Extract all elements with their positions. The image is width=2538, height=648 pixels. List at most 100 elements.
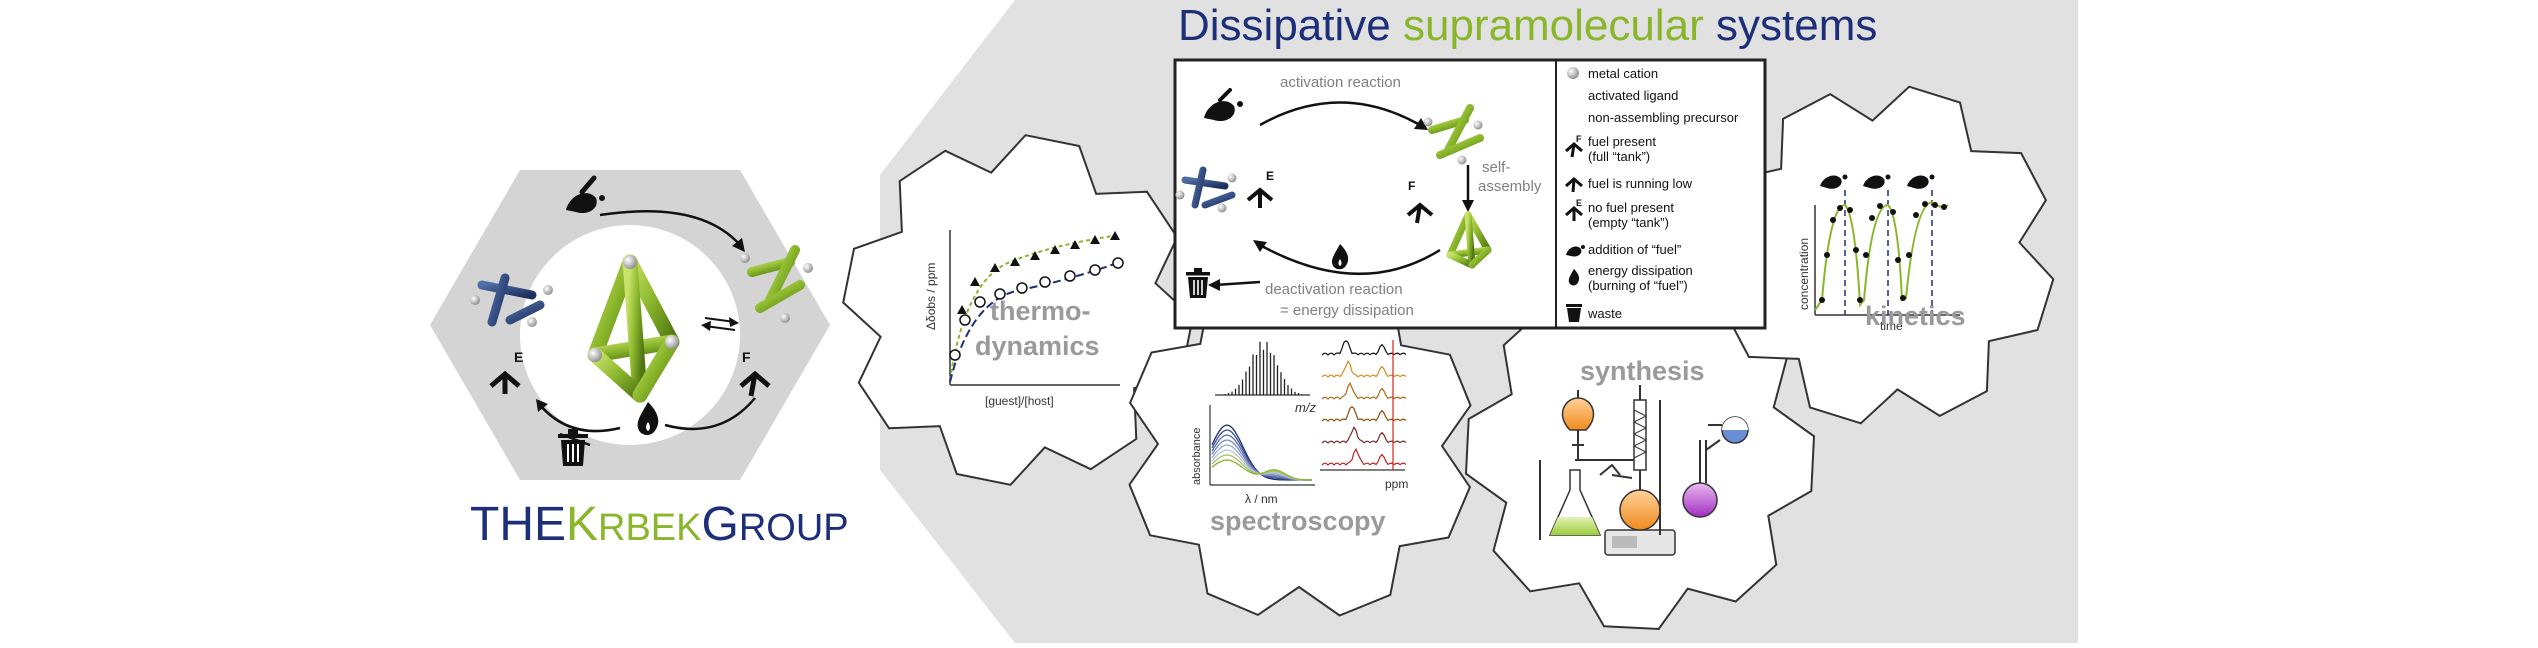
legend-label-fuel-full-2: (full “tank”) — [1588, 149, 1650, 164]
legend-label-fuel-addition: addition of “fuel” — [1588, 242, 1681, 257]
thermo-marker-circle — [949, 349, 961, 361]
legend-fuel-empty-icon: E — [1565, 198, 1583, 221]
arrow-bottom — [664, 397, 756, 431]
ms-spectrum: m/z — [1215, 341, 1316, 415]
thermo-marker-triangle — [1090, 235, 1100, 244]
thermo-marker-triangle — [1070, 240, 1080, 249]
kinetics-point — [1853, 247, 1859, 253]
left-hexagon: E F — [430, 170, 830, 480]
nmr-xlabel: ppm — [1385, 477, 1408, 491]
thermo-marker-circle — [994, 288, 1006, 300]
cycle-tetrahedron — [1446, 211, 1492, 269]
svg-text:F: F — [1576, 134, 1582, 144]
thermo-marker-triangle — [957, 305, 967, 314]
title-part3: systems — [1704, 1, 1878, 50]
kinetics-fuel-icon-2 — [1863, 174, 1891, 189]
cycle-fuel-full-icon — [1406, 202, 1434, 224]
kinetics-point — [1869, 215, 1875, 221]
legend: metal cation activated ligand non-assemb… — [1561, 66, 1739, 322]
thermo-marker-triangle — [1030, 251, 1040, 260]
fuel-letter-f: F — [742, 349, 751, 365]
legend-label-flame-2: (burning of “fuel”) — [1588, 278, 1688, 293]
logo-the: THE — [470, 498, 566, 551]
separatory-funnel-icon — [1561, 390, 1595, 460]
legend-trash-icon — [1566, 304, 1582, 322]
legend-label-fuel-empty: no fuel present — [1588, 200, 1674, 215]
kinetics-point — [1830, 217, 1836, 223]
title-part1: Dissipative — [1178, 1, 1403, 50]
activation-label: activation reaction — [1280, 74, 1401, 91]
nmr-trace — [1321, 426, 1407, 444]
thermo-plot: [guest]/[host] Δδobs / ppm thermo- dynam… — [924, 230, 1124, 408]
precursor-left — [470, 273, 553, 327]
synthesis-content: synthesis — [1539, 356, 1749, 556]
erlenmeyer-flask-icon — [1539, 459, 1640, 540]
thermo-marker-circle — [1089, 264, 1101, 276]
thermo-marker-triangle — [1010, 257, 1020, 266]
logo-rbek: RBEK — [598, 507, 701, 549]
thermo-marker-triangle — [1110, 231, 1120, 240]
spectroscopy-content: m/z λ / nm absorbance ppm spectroscopy — [1191, 340, 1408, 536]
kinetics-title: kinetics — [1865, 301, 1966, 331]
kinetics-xlabel: time — [1880, 319, 1903, 333]
legend-fuel-full-icon: F — [1565, 134, 1583, 158]
cycle-precursor — [1175, 166, 1237, 213]
legend-label-precursor: non-assembling precursor — [1588, 110, 1739, 125]
fuel-letter-e: E — [514, 349, 523, 365]
uv-ylabel: absorbance — [1191, 428, 1203, 486]
nmr-spectra: ppm — [1320, 340, 1408, 491]
activated-ligands-right — [740, 245, 813, 323]
title-part2: supramolecular — [1403, 1, 1704, 50]
cycle-fuel-empty-icon — [1246, 187, 1274, 208]
nmr-trace — [1321, 360, 1407, 378]
legend-label-fuel-empty-2: (empty “tank”) — [1588, 215, 1669, 230]
svg-text:E: E — [1576, 198, 1582, 208]
logo-roup: ROUP — [739, 507, 849, 549]
kinetics-point — [1906, 252, 1912, 258]
thermo-marker-circle — [1039, 276, 1051, 288]
uv-xlabel: λ / nm — [1245, 492, 1278, 506]
kinetics-point — [1847, 207, 1853, 213]
kinetics-point — [1824, 252, 1830, 258]
self-assembly-label-1: self- — [1482, 159, 1510, 176]
thermo-xlabel: [guest]/[host] — [985, 394, 1054, 408]
nmr-trace — [1321, 381, 1407, 400]
kinetics-point — [1895, 257, 1901, 263]
deactivation-label: deactivation reaction — [1265, 281, 1403, 298]
kinetics-point — [1890, 209, 1896, 215]
nmr-trace — [1321, 447, 1407, 466]
activation-arrow — [1259, 101, 1421, 127]
ms-xlabel: m/z — [1295, 400, 1316, 415]
fuel-empty-icon — [489, 370, 521, 394]
legend-label-flame: energy dissipation — [1588, 263, 1693, 278]
legend-metal-cation-icon — [1567, 67, 1579, 79]
kinetics-point — [1837, 205, 1843, 211]
thermo-ylabel: Δδobs / ppm — [924, 263, 938, 330]
spectro-title: spectroscopy — [1210, 506, 1386, 536]
cycle-letter-f: F — [1408, 179, 1415, 193]
kinetics-fuel-icon-1 — [1820, 174, 1848, 189]
fuel-full-icon — [739, 370, 771, 397]
thermo-marker-triangle — [1050, 245, 1060, 254]
kinetics-point — [1857, 297, 1863, 303]
round-flask-blue-icon — [1708, 416, 1749, 444]
gear-thermodynamics — [842, 134, 1194, 486]
equilibrium-arrows — [701, 317, 739, 331]
kinetics-point — [1941, 204, 1947, 210]
kinetics-point — [1900, 295, 1906, 301]
cycle-box: activation reaction self- assembly — [1173, 58, 1767, 330]
logo-k: K — [566, 498, 598, 551]
uv-spectrum: λ / nm absorbance — [1191, 405, 1315, 506]
uv-trace — [1211, 459, 1312, 481]
kinetics-point — [1819, 297, 1825, 303]
thermo-marker-circle — [974, 296, 986, 308]
trash-icon — [558, 429, 588, 466]
thermo-title-1: thermo- — [990, 296, 1091, 326]
thermo-marker-circle — [1064, 270, 1076, 282]
kinetics-point — [1922, 201, 1928, 207]
kinetics-ylabel: concentration — [1797, 238, 1811, 310]
legend-label-activated-ligand: activated ligand — [1588, 88, 1678, 103]
legend-fuel-low-icon — [1565, 177, 1583, 193]
